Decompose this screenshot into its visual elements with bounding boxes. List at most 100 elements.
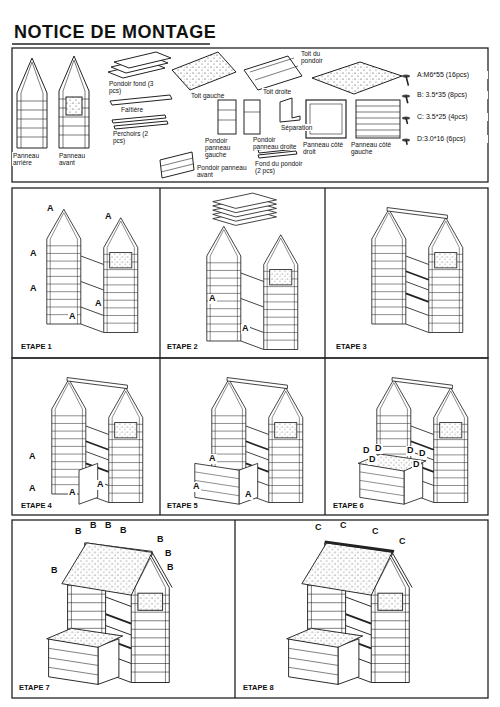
back-panel — [17, 58, 47, 148]
assembly-step-figure — [195, 378, 303, 505]
step-label: ETAPE 3 — [335, 343, 368, 351]
panel-frames — [12, 44, 488, 698]
slat-line — [104, 284, 138, 285]
callout-letter: C — [398, 537, 407, 547]
post-line — [43, 93, 44, 148]
nest-front-panel — [160, 152, 194, 178]
slat-line — [429, 292, 463, 293]
roof-edge — [392, 552, 412, 587]
slat-line — [429, 300, 463, 301]
window-mesh — [275, 423, 297, 438]
gable-edge — [394, 383, 408, 409]
gable-edge — [63, 60, 74, 91]
callout-letter: B — [104, 521, 113, 531]
slat-line — [109, 439, 143, 440]
slat-line — [371, 654, 409, 655]
side-rail — [241, 341, 264, 350]
slat-line — [264, 324, 298, 325]
gable-panel — [207, 226, 241, 341]
step-label: ETAPE 1 — [20, 343, 53, 351]
post-line — [77, 239, 78, 324]
part-label: Pondoir panneau avant — [196, 164, 248, 178]
slat-line — [356, 112, 400, 113]
separation-piece — [280, 98, 300, 122]
slat-line — [207, 262, 241, 263]
cell-divider — [324, 358, 325, 515]
side-rail — [411, 426, 434, 435]
window-mesh — [115, 423, 137, 438]
assembly-step-figure — [47, 543, 172, 685]
gable-panel — [372, 209, 406, 324]
post-line — [55, 409, 56, 494]
slat-line — [52, 438, 86, 439]
slat-line — [269, 485, 303, 486]
perch-bar — [114, 121, 168, 129]
callout-letter: A — [29, 284, 38, 294]
slat-line — [372, 314, 406, 315]
screw-shank — [406, 140, 407, 145]
slat-line — [195, 472, 239, 479]
step-label: ETAPE 8 — [242, 684, 275, 692]
side-rail — [241, 299, 264, 308]
slat-line — [371, 672, 409, 673]
slat-line — [131, 620, 169, 621]
gable-edge — [121, 221, 135, 247]
callout-letter: A — [244, 490, 253, 500]
callout-letter: C — [339, 521, 348, 531]
callout-letter: B — [74, 527, 83, 537]
assembly-step-figure — [52, 378, 143, 505]
slat-line — [47, 253, 81, 254]
gable-edge — [215, 383, 229, 409]
window-mesh — [378, 593, 403, 610]
slat-line — [68, 594, 106, 595]
gable-edge — [126, 391, 140, 417]
post-line — [464, 418, 465, 503]
slat-line — [360, 480, 404, 487]
assembly-step-figure — [358, 378, 468, 505]
slat-line — [207, 324, 241, 325]
slat-line — [371, 646, 409, 647]
window-mesh — [440, 423, 462, 438]
callout-letter: B — [89, 521, 98, 531]
gable-edge — [451, 391, 465, 417]
gable-edge — [281, 238, 295, 264]
callout-letter: B — [50, 566, 59, 576]
screw-shank — [406, 118, 408, 124]
gable-edge — [224, 230, 238, 256]
post-line — [107, 248, 108, 333]
post-line — [267, 265, 268, 350]
part-line — [161, 164, 193, 172]
callout-letter: A — [192, 482, 201, 492]
front-panel — [59, 56, 89, 148]
slat-line — [372, 299, 406, 300]
post-line — [63, 91, 64, 148]
slat-line — [269, 470, 303, 471]
ridge-board — [67, 378, 127, 389]
callout-letter: C — [371, 527, 380, 537]
hardware-label: B: 3.5*35 (8pcs) — [416, 91, 488, 99]
gable-panel — [429, 218, 463, 333]
slat-line — [207, 278, 241, 279]
ridge-board — [392, 378, 452, 389]
slat-line — [264, 301, 298, 302]
side-rail — [241, 273, 264, 282]
part-label: Panneau arrière — [12, 152, 58, 166]
callout-letter: D — [368, 455, 377, 465]
slat-line — [264, 309, 298, 310]
slat-line — [264, 317, 298, 318]
slat-line — [356, 106, 400, 107]
gable-edge — [210, 230, 224, 256]
gable-panel — [59, 56, 89, 148]
slat-line — [372, 268, 406, 269]
gable-panel — [264, 235, 298, 350]
window-mesh — [435, 253, 457, 268]
part-line — [218, 120, 236, 121]
slat-line — [429, 315, 463, 316]
step-label: ETAPE 6 — [332, 502, 365, 510]
slat-line — [131, 629, 169, 630]
callout-letter: D — [412, 460, 421, 470]
slat-line — [212, 438, 246, 439]
callout-letter: B — [119, 526, 128, 536]
gable-edge — [55, 383, 69, 409]
side-rail — [81, 282, 104, 291]
